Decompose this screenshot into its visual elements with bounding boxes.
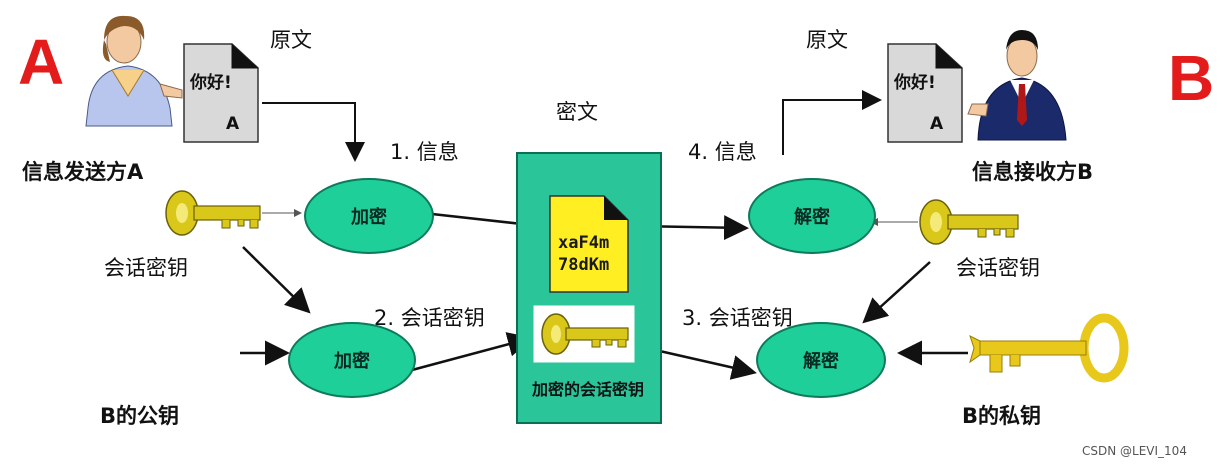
encrypted-session-key-label: 加密的会话密钥: [531, 380, 644, 399]
cipher-text-line2: 78dKm: [558, 255, 610, 275]
receiver-label: 信息接收方B: [972, 160, 1094, 184]
doc-letter-right: A: [930, 114, 944, 134]
plaintext-label-right: 原文: [806, 28, 848, 52]
doc-greeting-left: 你好!: [190, 73, 232, 93]
encrypt-node-bottom-label: 加密: [334, 351, 370, 372]
step3-label: 3. 会话密钥: [682, 306, 793, 330]
decrypt-node-bottom: 解密: [756, 322, 886, 398]
public-key-label: B的公钥: [100, 404, 180, 428]
encrypt-node-bottom: 加密: [288, 322, 416, 398]
encrypt-node-top-label: 加密: [351, 207, 387, 228]
sender-label: 信息发送方A: [22, 160, 144, 184]
decrypt-node-top: 解密: [748, 178, 876, 254]
watermark: CSDN @LEVI_104: [1082, 444, 1187, 458]
session-key-right-icon: [919, 199, 1019, 245]
party-b-label: B: [1168, 42, 1215, 114]
plaintext-document-right-icon: [887, 43, 963, 143]
ciphertext-label: 密文: [556, 100, 598, 124]
session-key-label-right: 会话密钥: [956, 256, 1040, 280]
step2-label: 2. 会话密钥: [374, 306, 485, 330]
doc-letter-left: A: [226, 114, 240, 134]
plaintext-document-left-icon: [183, 43, 259, 143]
private-key-icon: [969, 313, 1129, 383]
cipher-text-line1: xaF4m: [558, 233, 610, 253]
sender-person-icon: [85, 15, 183, 127]
step1-label: 1. 信息: [390, 140, 459, 164]
step4-label: 4. 信息: [688, 140, 757, 164]
plaintext-label-left: 原文: [270, 28, 312, 52]
arrow-key-to-encrypt-bottom: [242, 246, 311, 314]
encrypt-node-top: 加密: [304, 178, 434, 254]
receiver-person-icon: [967, 30, 1067, 141]
arrow-decrypt-to-plaintext: [782, 90, 882, 155]
arrow-encrypt-to-session-key: [411, 332, 533, 372]
session-key-label-left: 会话密钥: [104, 256, 188, 280]
decrypt-node-bottom-label: 解密: [803, 351, 839, 372]
doc-greeting-right: 你好!: [894, 73, 936, 93]
party-a-label: A: [18, 26, 65, 98]
private-key-label: B的私钥: [962, 404, 1042, 428]
session-key-left-icon: [165, 190, 261, 236]
arrow-plaintext-to-encrypt: [262, 102, 365, 162]
arrow-rkey-to-decrypt-bottom: [862, 261, 931, 324]
decrypt-node-top-label: 解密: [794, 207, 830, 228]
